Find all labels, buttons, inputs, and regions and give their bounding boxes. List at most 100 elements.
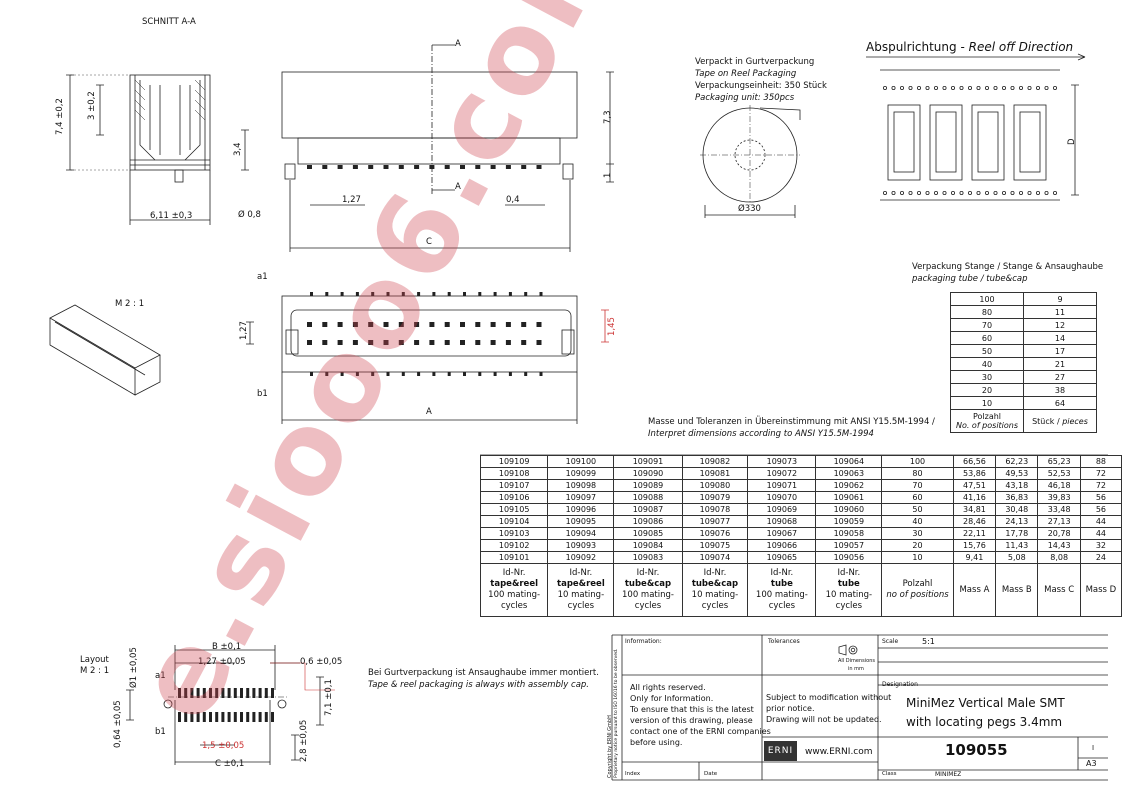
part-cell: 66,56 xyxy=(952,455,997,468)
sprocket-hole xyxy=(900,86,905,91)
part-cell: 109060 xyxy=(815,503,883,516)
pin xyxy=(227,688,231,698)
pin xyxy=(493,372,497,376)
part-cell: 109070 xyxy=(747,491,817,504)
tube-h2-de: Stück / xyxy=(1032,416,1063,426)
part-number: 109055 xyxy=(945,741,1008,759)
pin xyxy=(202,712,206,722)
tape-pocket xyxy=(971,104,1005,181)
part-cell: 47,51 xyxy=(952,479,997,492)
sprocket-hole xyxy=(883,86,888,91)
pin xyxy=(196,688,200,698)
pin xyxy=(209,688,212,698)
pin xyxy=(444,322,450,327)
tape-pocket xyxy=(893,111,915,173)
tolerances-label: Tolerances xyxy=(768,638,800,645)
part-header-line: 10 mating- xyxy=(557,590,605,600)
rights-line: before using. xyxy=(630,738,683,747)
rights-line: Only for Information. xyxy=(630,694,714,703)
pin xyxy=(178,712,181,722)
part-cell: 109096 xyxy=(547,503,615,516)
tube-cell: 11 xyxy=(1023,305,1097,319)
rights-line: To ensure that this is the latest xyxy=(630,705,754,714)
pin xyxy=(383,322,389,327)
pin xyxy=(202,688,206,698)
part-cell: 109072 xyxy=(747,467,817,480)
part-header-line: tube&cap xyxy=(691,579,739,589)
part-header-line: Id-Nr. xyxy=(636,568,660,578)
section-marker-top: A xyxy=(455,39,461,49)
sprocket-hole xyxy=(1010,86,1015,91)
part-cell: 109076 xyxy=(681,527,749,540)
sprocket-hole xyxy=(1044,86,1049,91)
top-view xyxy=(246,295,609,424)
part-cell: 109088 xyxy=(613,491,683,504)
sprocket-hole xyxy=(1044,190,1049,195)
dim-3-4: 3,4 xyxy=(233,142,243,156)
pin xyxy=(227,712,231,722)
part-header-cell: Mass C xyxy=(1037,563,1081,617)
part-cell: 109098 xyxy=(547,479,615,492)
part-header-line: tape&reel xyxy=(490,579,538,589)
part-cell: 109086 xyxy=(613,515,683,528)
part-cell: 109102 xyxy=(479,539,549,552)
pin xyxy=(386,292,390,296)
designation-1: MiniMez Vertical Male SMT xyxy=(906,696,1065,710)
part-header-line: tube&cap xyxy=(624,579,672,589)
part-cell: 109064 xyxy=(815,455,883,468)
reel-direction-en: Reel off Direction xyxy=(968,40,1074,54)
part-cell: 109095 xyxy=(547,515,615,528)
part-header-line: Id-Nr. xyxy=(837,568,861,578)
pin xyxy=(252,688,256,698)
pin xyxy=(429,322,435,327)
pin xyxy=(215,688,219,698)
part-header-line: Mass C xyxy=(1044,584,1075,595)
reel-direction-de: Abspulrichtung - xyxy=(866,40,969,54)
tape-pocket xyxy=(977,111,999,173)
pin xyxy=(240,688,243,698)
tube-cell: 50 xyxy=(950,344,1024,358)
part-cell: 109058 xyxy=(815,527,883,540)
dim-7-4: 7,4 ±0,2 xyxy=(55,98,65,135)
pin xyxy=(271,688,274,698)
pin xyxy=(310,372,313,376)
sprocket-hole xyxy=(917,190,922,195)
layout-dim-1-27: 1,27 ±0,05 xyxy=(198,657,246,667)
part-cell: 109073 xyxy=(747,455,817,468)
subject-line: Drawing will not be updated. xyxy=(766,715,882,724)
part-cell: 8,08 xyxy=(1037,551,1081,564)
part-cell: 109061 xyxy=(815,491,883,504)
date-label: Date xyxy=(704,771,718,777)
sprocket-hole xyxy=(908,190,913,195)
pin xyxy=(460,340,465,345)
part-cell: 109101 xyxy=(479,551,549,564)
sprocket-hole xyxy=(976,86,981,91)
sprocket-hole xyxy=(985,190,990,195)
layout-dim-b: B ±0,1 xyxy=(212,642,242,652)
part-cell: 5,08 xyxy=(995,551,1039,564)
tube-cell: 70 xyxy=(950,318,1024,332)
part-cell: 88 xyxy=(1079,455,1122,468)
part-header-line: 100 mating- xyxy=(622,590,674,600)
tube-title-en: packaging tube / tube&cap xyxy=(912,274,1028,284)
part-cell: 20,78 xyxy=(1037,527,1081,540)
sprocket-hole xyxy=(1019,190,1024,195)
dim-a: A xyxy=(426,407,432,417)
pin xyxy=(258,688,262,698)
part-cell: 40 xyxy=(881,515,954,528)
part-header-line: tube xyxy=(837,579,860,589)
layout-label-a1: a1 xyxy=(155,671,166,681)
part-cell: 62,23 xyxy=(995,455,1039,468)
sprocket-hole xyxy=(1019,86,1024,91)
part-cell: 20 xyxy=(881,539,954,552)
